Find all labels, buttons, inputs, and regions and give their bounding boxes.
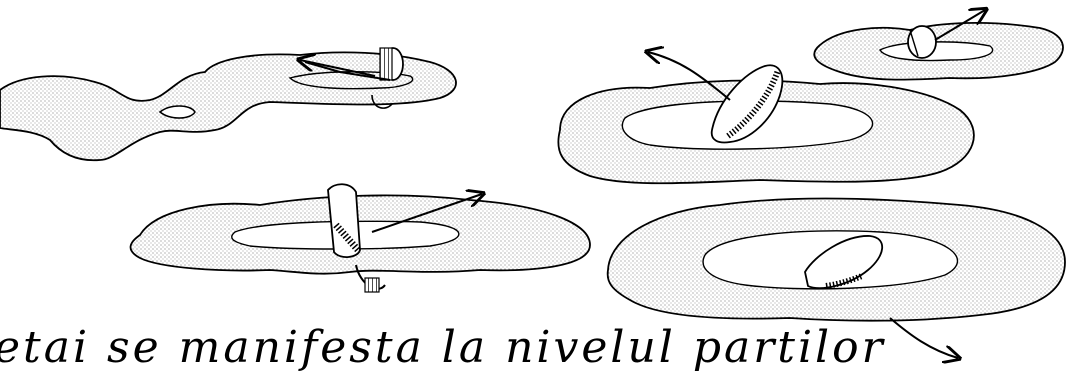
coin-shape (908, 26, 936, 58)
arrow-shape (890, 318, 958, 358)
puddle-scene-4 (131, 184, 590, 292)
puddle-scene-1 (0, 48, 456, 160)
puddle-scene-2 (814, 10, 1063, 80)
caption-text: etai se manifesta la nivelul partilor (0, 322, 886, 373)
